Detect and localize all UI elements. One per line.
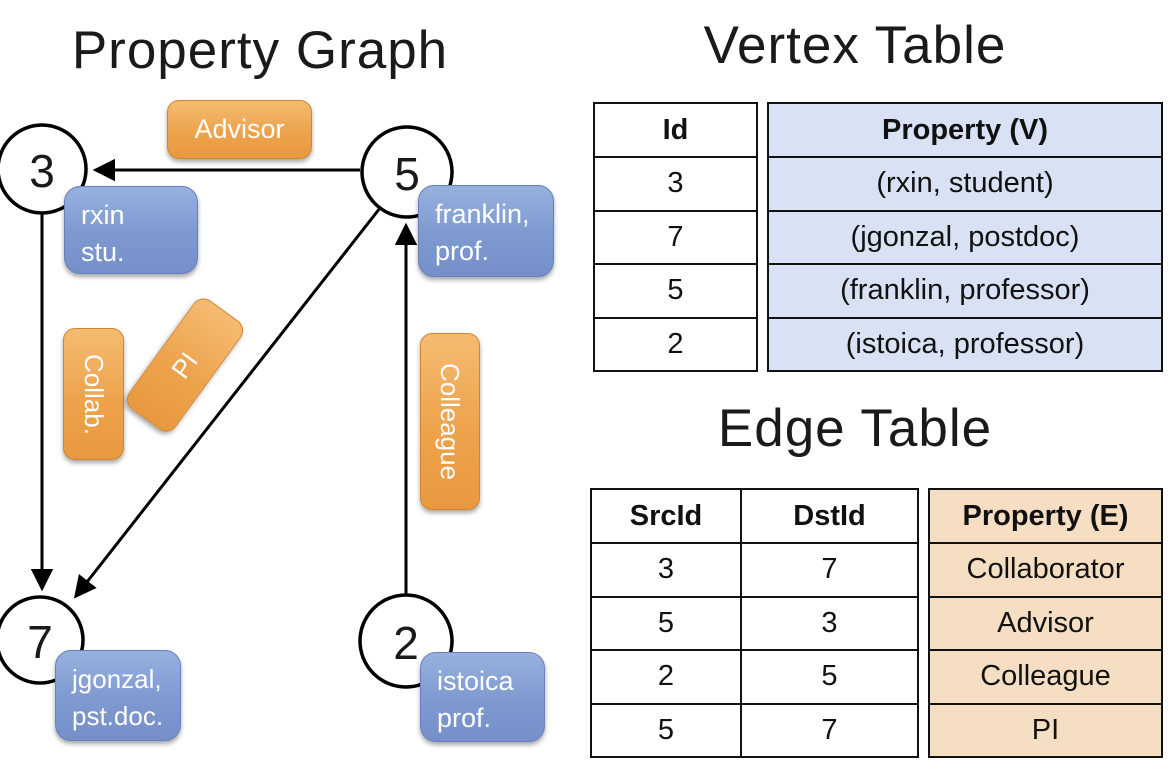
vertex-table-property-cell: (jgonzal, postdoc) (769, 209, 1161, 263)
vertex-table-id-cell: 7 (595, 209, 756, 264)
vertex-property-box-7: jgonzal, pst.doc. (55, 650, 181, 741)
vertex-node-2-label: 2 (393, 617, 419, 669)
vertex-table-property-cell: (rxin, student) (769, 156, 1161, 210)
edge-table-srcid-cell: 3 (657, 553, 675, 586)
edge-table-id-row: 3 7 (592, 542, 917, 596)
vertex-table-title: Vertex Table (703, 16, 1007, 75)
vertex-property-box-5-line2: prof. (435, 236, 490, 266)
edge-table-dstid-cell: 7 (740, 544, 917, 596)
vertex-property-box-7-line2: pst.doc. (72, 701, 164, 731)
vertex-table-property-column: Property (V) (rxin, student) (jgonzal, p… (767, 102, 1163, 372)
edge-table-property-cell: Colleague (930, 649, 1161, 703)
vertex-table-id-cell: 3 (595, 156, 756, 210)
edge-table-srcid-cell: 5 (657, 713, 675, 746)
vertex-table-property-header: Property (V) (769, 104, 1161, 156)
edge-table-srcid-header: SrcId (629, 499, 703, 532)
vertex-property-box-3-line1: rxin (81, 200, 125, 230)
edge-table-id-row: 5 3 (592, 595, 917, 649)
edge-table-property-cells: Collaborator Advisor Colleague PI (930, 542, 1161, 756)
edge-table-dstid-cell: 5 (740, 651, 917, 703)
edge-table-property-cell: PI (930, 702, 1161, 756)
edge-table-id-header-row: SrcId DstId (592, 490, 917, 542)
vertex-table-id-cell: 2 (595, 316, 756, 371)
vertex-property-box-2-line2: prof. (437, 703, 492, 733)
vertex-property-box-5: franklin, prof. (418, 185, 554, 277)
vertex-node-7-label: 7 (27, 616, 53, 668)
edge-table-id-columns: SrcId DstId 3 7 5 3 2 5 (590, 488, 919, 758)
vertex-property-box-2: istoica prof. (420, 652, 545, 742)
vertex-property-box-2-line1: istoica (437, 666, 514, 696)
vertex-property-box-5-line1: franklin, (435, 199, 530, 229)
vertex-property-box-3: rxin stu. (64, 186, 198, 274)
edge-table-srcid-cell: 5 (657, 606, 675, 639)
edge-table-dstid-cell: 7 (740, 704, 917, 756)
vertex-property-box-3-line2: stu. (81, 237, 125, 267)
vertex-table-property-cells: (rxin, student) (jgonzal, postdoc) (fran… (769, 156, 1161, 370)
vertex-table-property-cell: (istoica, professor) (769, 316, 1161, 370)
edge-table-property-header: Property (E) (930, 490, 1161, 542)
edge-label-colleague-text: Colleague (435, 362, 466, 481)
edge-table-dstid-header: DstId (740, 490, 917, 542)
edge-table-id-row: 5 7 (592, 702, 917, 756)
edge-table-dstid-cell: 3 (740, 597, 917, 649)
edge-table-property-column: Property (E) Collaborator Advisor Collea… (928, 488, 1163, 758)
edge-label-pi-text: PI (165, 345, 204, 384)
vertex-property-box-7-line1: jgonzal, (72, 664, 162, 694)
edge-table-property-cell: Collaborator (930, 542, 1161, 596)
vertex-table-id-cells: 3 7 5 2 (595, 156, 756, 370)
edge-table-property-cell: Advisor (930, 595, 1161, 649)
edge-table-srcid-cell: 2 (657, 660, 675, 693)
property-graph-title: Property Graph (71, 21, 449, 80)
edge-table-id-row: 2 5 (592, 649, 917, 703)
edge-label-collab: Collab. (63, 328, 124, 460)
vertex-node-5-label: 5 (394, 148, 420, 200)
vertex-table-id-column: Id 3 7 5 2 (593, 102, 758, 372)
vertex-table-property-cell: (franklin, professor) (769, 263, 1161, 317)
vertex-table-id-header: Id (662, 113, 689, 146)
vertex-table-id-cell: 5 (595, 263, 756, 317)
vertex-node-3 (0, 123, 88, 215)
edge-label-collab-text: Collab. (79, 353, 109, 435)
edge-label-advisor: Advisor (167, 100, 312, 159)
edge-label-colleague: Colleague (420, 333, 480, 510)
edge-table-title: Edge Table (717, 399, 993, 458)
edge-table-id-rows: 3 7 5 3 2 5 5 7 (592, 542, 917, 756)
edge-label-advisor-text: Advisor (194, 114, 285, 144)
edge-pi-5-to-7 (73, 207, 382, 599)
vertex-node-3-label: 3 (29, 145, 55, 197)
